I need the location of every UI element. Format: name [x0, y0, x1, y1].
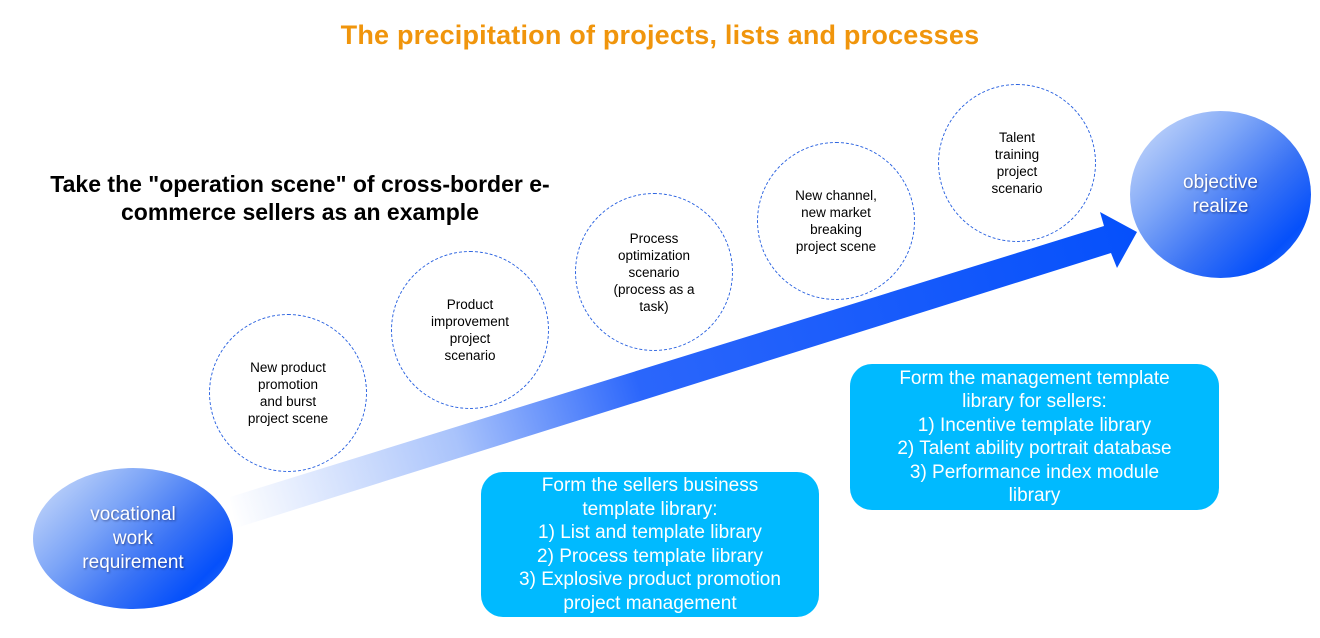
diagram-subtitle: Take the "operation scene" of cross-bord…	[0, 170, 600, 226]
end-line-2: realize	[1192, 195, 1249, 217]
scene-5-line-3: project	[996, 164, 1038, 179]
business-box-line-5: 3) Explosive product promotion	[519, 569, 781, 590]
management-box-line-3: 1) Incentive template library	[917, 414, 1152, 436]
scene-process-optimization: Process optimization scenario (process a…	[575, 193, 733, 351]
scene-3-line-1: Process	[629, 230, 679, 246]
scene-1-line-2: promotion	[257, 377, 319, 392]
start-line-1: vocational	[90, 503, 176, 525]
end-line-1: objective	[1183, 171, 1258, 193]
scene-4-line-2: new market	[801, 205, 871, 220]
scene-2-line-2: improvement	[430, 314, 510, 329]
start-node-vocational-work-requirement: vocational work requirement	[33, 468, 233, 609]
business-box-line-2: template library:	[582, 498, 718, 520]
management-box-line-5: 3) Performance index module	[909, 461, 1160, 483]
scene-new-channel-market: New channel, new market breaking project…	[757, 142, 915, 300]
management-box-line-1: Form the management template	[899, 367, 1170, 389]
scene-3-line-3: scenario	[628, 264, 680, 280]
scene-3-line-4: (process as a	[613, 281, 695, 297]
scene-1-line-4: project scene	[247, 411, 329, 426]
start-line-2: work	[112, 527, 154, 549]
scene-2-line-1: Product	[446, 297, 494, 312]
management-box-line-4: 2) Talent ability portrait database	[897, 438, 1172, 459]
scene-new-product-promotion: New product promotion and burst project …	[209, 314, 367, 472]
management-box-line-2: library for sellers:	[962, 391, 1107, 412]
scene-4-line-1: New channel,	[795, 188, 877, 203]
subtitle-line-1: Take the "operation scene" of cross-bord…	[50, 171, 550, 197]
subtitle-line-2: commerce sellers as an example	[120, 199, 479, 225]
scene-talent-training: Talent training project scenario	[938, 84, 1096, 242]
management-template-library-box: Form the management template library for…	[850, 364, 1219, 510]
scene-product-improvement: Product improvement project scenario	[391, 251, 549, 409]
scene-1-line-1: New product	[250, 360, 326, 375]
scene-1-line-3: and burst	[259, 394, 317, 409]
scene-4-line-3: breaking	[810, 222, 862, 237]
scene-5-line-2: training	[994, 147, 1040, 162]
business-box-line-4: 2) Process template library	[537, 545, 763, 567]
end-node-objective-realize: objective realize	[1130, 111, 1311, 278]
scene-3-line-2: optimization	[617, 247, 691, 263]
business-template-library-box: Form the sellers business template libra…	[481, 472, 819, 617]
start-line-3: requirement	[82, 551, 184, 573]
diagram-title: The precipitation of projects, lists and…	[340, 20, 980, 50]
business-box-line-6: project management	[563, 592, 737, 614]
scene-5-line-4: scenario	[991, 181, 1043, 196]
scene-3-line-5: task)	[639, 298, 669, 314]
arrow-shape	[230, 212, 1137, 528]
management-box-line-6: library	[1008, 485, 1061, 506]
business-box-line-1: Form the sellers business	[541, 475, 759, 496]
scene-4-line-4: project scene	[795, 239, 877, 254]
scene-2-line-4: scenario	[444, 348, 496, 363]
scene-2-line-3: project	[449, 331, 491, 346]
business-box-line-3: 1) List and template library	[538, 522, 762, 543]
scene-5-line-1: Talent	[998, 130, 1036, 145]
